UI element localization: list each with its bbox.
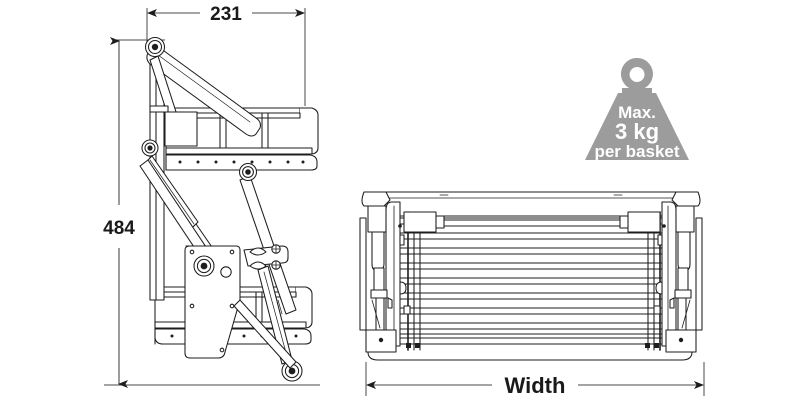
- dimension-width-label: Width: [505, 373, 566, 398]
- scissor-link-right: [238, 162, 297, 315]
- front-wire-rods: [397, 217, 665, 345]
- front-right-mechanism: [655, 191, 703, 353]
- front-slide-blocks: [398, 211, 666, 233]
- front-left-post: [385, 201, 401, 347]
- front-vertical-rods: [407, 211, 661, 351]
- dimension-depth-231: [146, 8, 306, 106]
- lower-strut-rod: [257, 265, 293, 365]
- front-clip-details: [403, 305, 661, 348]
- side-view: [139, 36, 319, 382]
- upper-swing-arm: [146, 47, 262, 137]
- upper-bracket-plate: [149, 105, 198, 147]
- front-view: [359, 191, 703, 361]
- bottom-pivot-bearing: [281, 360, 303, 382]
- front-right-post: [661, 201, 677, 347]
- dimension-height-484: [104, 37, 320, 388]
- max-load-badge: Max. 3 kg per basket: [585, 58, 689, 161]
- mid-pivot-bearing: [141, 139, 159, 157]
- front-left-mechanism: [359, 191, 407, 353]
- weight-icon: [585, 58, 689, 160]
- dimension-depth-label: 231: [210, 4, 242, 25]
- lever-clamp-detail: [243, 244, 289, 270]
- max-load-line3: per basket: [594, 142, 679, 161]
- max-load-line2: 3 kg: [615, 119, 659, 144]
- dimension-height-label: 484: [103, 218, 135, 239]
- main-pivot-plate: [184, 245, 241, 359]
- bottom-return-link: [233, 299, 297, 369]
- top-pivot-bearing: [144, 36, 166, 58]
- max-load-line1: Max.: [618, 103, 656, 122]
- dimension-width: [365, 362, 705, 396]
